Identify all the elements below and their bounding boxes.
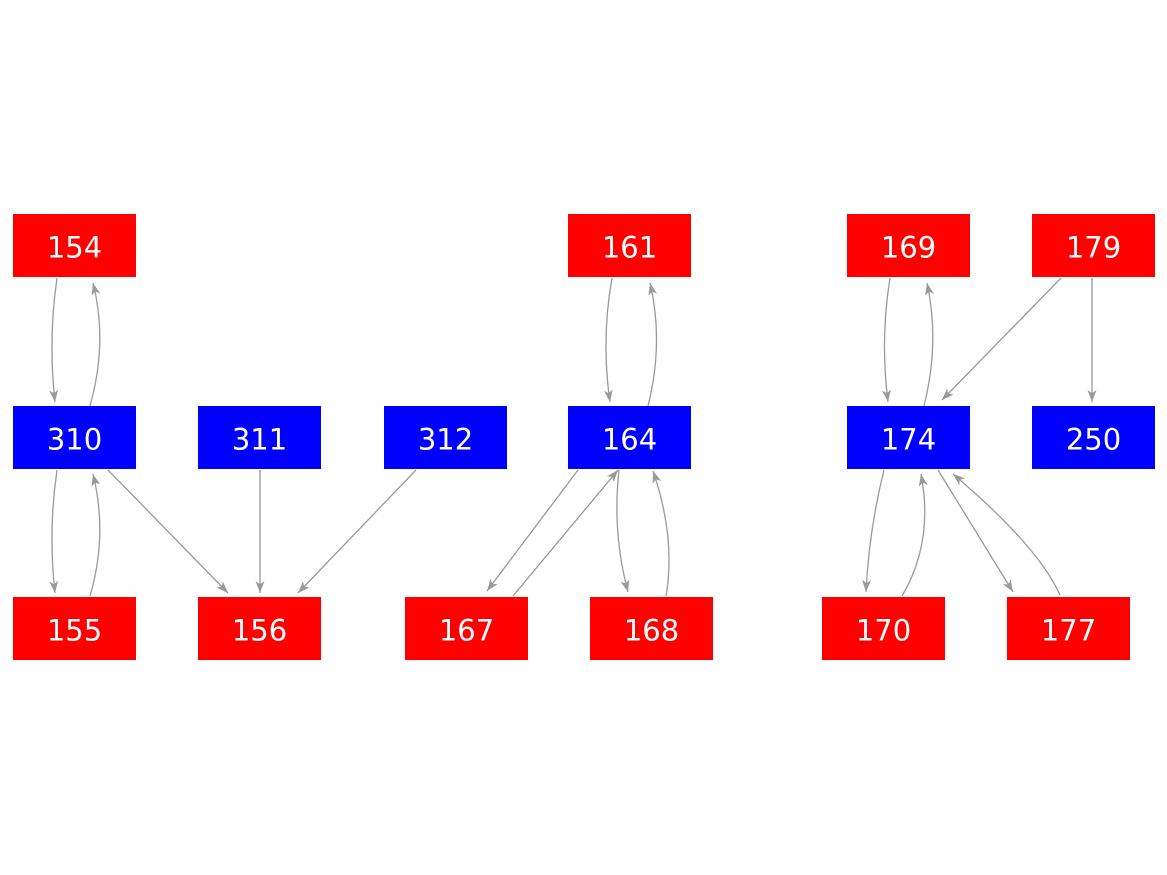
node-174: 174 <box>847 406 970 469</box>
edge-154-to-310 <box>49 277 59 403</box>
node-167: 167 <box>405 597 528 660</box>
node-rect-167 <box>405 597 528 660</box>
node-rect-174 <box>847 406 970 469</box>
edge-167-to-164 <box>512 469 619 597</box>
node-310: 310 <box>13 406 136 469</box>
edge-161-to-164 <box>603 277 613 403</box>
node-label-310: 310 <box>47 423 102 457</box>
nodes-layer: 154 310 311 312 155 156 161 164 167 168 169 179 174 2… <box>13 214 1155 660</box>
edge-168-to-164 <box>652 470 670 597</box>
node-label-167: 167 <box>439 614 494 648</box>
node-rect-161 <box>568 214 691 277</box>
edge-169-to-174 <box>882 277 891 403</box>
edge-177-to-174 <box>952 473 1061 596</box>
edge-174-to-177 <box>937 469 1014 593</box>
node-label-164: 164 <box>602 423 657 457</box>
node-169: 169 <box>847 214 970 277</box>
node-170: 170 <box>822 597 945 660</box>
node-rect-310 <box>13 406 136 469</box>
edge-312-to-156 <box>297 469 417 594</box>
node-250: 250 <box>1032 406 1155 469</box>
edge-174-to-170 <box>862 469 885 593</box>
edge-170-to-174 <box>901 473 928 597</box>
node-rect-164 <box>568 406 691 469</box>
edge-155-to-310 <box>89 473 101 597</box>
node-rect-156 <box>198 597 321 660</box>
node-rect-250 <box>1032 406 1155 469</box>
edge-164-to-167 <box>486 469 579 592</box>
node-164: 164 <box>568 406 691 469</box>
node-161: 161 <box>568 214 691 277</box>
node-label-177: 177 <box>1041 614 1096 648</box>
node-label-312: 312 <box>418 423 473 457</box>
node-rect-168 <box>590 597 713 660</box>
edge-174-to-169 <box>923 282 934 407</box>
node-rect-170 <box>822 597 945 660</box>
node-177: 177 <box>1007 597 1130 660</box>
node-label-174: 174 <box>881 423 936 457</box>
node-156: 156 <box>198 597 321 660</box>
node-label-250: 250 <box>1066 423 1121 457</box>
edge-310-to-154 <box>89 282 101 407</box>
node-155: 155 <box>13 597 136 660</box>
edge-310-to-155 <box>49 469 59 594</box>
node-label-154: 154 <box>47 231 102 265</box>
node-label-170: 170 <box>856 614 911 648</box>
edge-310-to-156 <box>107 469 229 594</box>
node-label-161: 161 <box>602 231 657 265</box>
node-rect-169 <box>847 214 970 277</box>
node-rect-311 <box>198 406 321 469</box>
node-label-311: 311 <box>232 423 287 457</box>
node-179: 179 <box>1032 214 1155 277</box>
node-311: 311 <box>198 406 321 469</box>
edges-layer <box>49 277 1097 597</box>
node-label-179: 179 <box>1066 231 1121 265</box>
node-label-168: 168 <box>624 614 679 648</box>
node-label-169: 169 <box>881 231 936 265</box>
node-168: 168 <box>590 597 713 660</box>
edge-164-to-168 <box>616 469 630 593</box>
node-label-156: 156 <box>232 614 287 648</box>
node-154: 154 <box>13 214 136 277</box>
node-label-155: 155 <box>47 614 102 648</box>
node-rect-155 <box>13 597 136 660</box>
node-rect-179 <box>1032 214 1155 277</box>
node-312: 312 <box>384 406 507 469</box>
edge-164-to-161 <box>647 282 658 407</box>
node-rect-177 <box>1007 597 1130 660</box>
node-rect-154 <box>13 214 136 277</box>
node-rect-312 <box>384 406 507 469</box>
edge-179-to-174 <box>941 277 1062 401</box>
